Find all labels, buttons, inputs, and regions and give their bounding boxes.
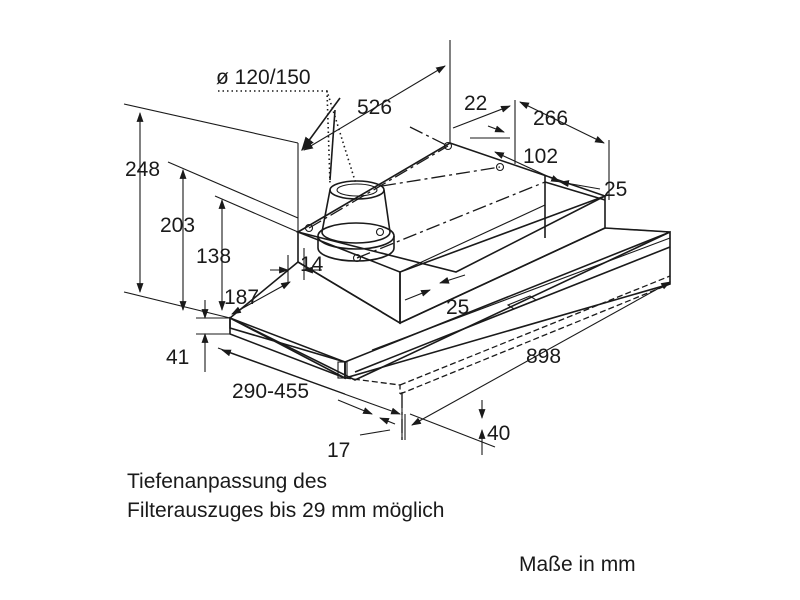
label-898: 898 bbox=[526, 345, 561, 368]
duct-body bbox=[321, 189, 391, 244]
housing-ridge-line bbox=[399, 204, 546, 273]
dimension-lines bbox=[123, 40, 671, 455]
label-41: 41 bbox=[166, 346, 189, 369]
screw-icon bbox=[375, 227, 385, 237]
duct-inner bbox=[336, 183, 378, 197]
label-266: 266 bbox=[533, 107, 568, 130]
label-22: 22 bbox=[464, 92, 487, 115]
label-102: 102 bbox=[523, 145, 558, 168]
label-248: 248 bbox=[125, 158, 160, 181]
body-edge-line-2 bbox=[371, 237, 671, 351]
body-edge-line bbox=[354, 246, 671, 373]
lower-body-front bbox=[229, 316, 346, 380]
units-note: Maße in mm bbox=[519, 553, 636, 576]
label-25-mid: 25 bbox=[446, 296, 469, 319]
duct-flange bbox=[317, 222, 395, 250]
label-290-455: 290-455 bbox=[232, 380, 309, 403]
hidden-line-2 bbox=[399, 275, 671, 386]
label-138: 138 bbox=[196, 245, 231, 268]
dimension-labels: ø 120/150 526 22 266 102 25 248 203 138 … bbox=[125, 66, 627, 462]
label-17: 17 bbox=[327, 439, 350, 462]
duct-connector bbox=[304, 141, 505, 263]
label-40: 40 bbox=[487, 422, 510, 445]
note-line-2: Filterauszuges bis 29 mm möglich bbox=[127, 499, 445, 522]
housing-step-edge bbox=[544, 181, 606, 201]
center-lines bbox=[308, 126, 546, 440]
screw-icon bbox=[352, 253, 362, 263]
label-duct-diameter: ø 120/150 bbox=[216, 66, 311, 89]
label-14: 14 bbox=[300, 253, 324, 276]
label-25-right: 25 bbox=[604, 178, 627, 201]
adjustment-note: Tiefenanpassung des Filterauszuges bis 2… bbox=[127, 467, 444, 525]
screw-icon bbox=[304, 223, 314, 233]
label-187: 187 bbox=[224, 286, 259, 309]
label-203: 203 bbox=[160, 214, 195, 237]
note-line-1: Tiefenanpassung des bbox=[127, 470, 328, 493]
label-526: 526 bbox=[357, 96, 392, 119]
side-channel bbox=[604, 227, 671, 240]
upper-housing-side bbox=[399, 194, 606, 325]
hidden-line-3 bbox=[344, 377, 401, 394]
